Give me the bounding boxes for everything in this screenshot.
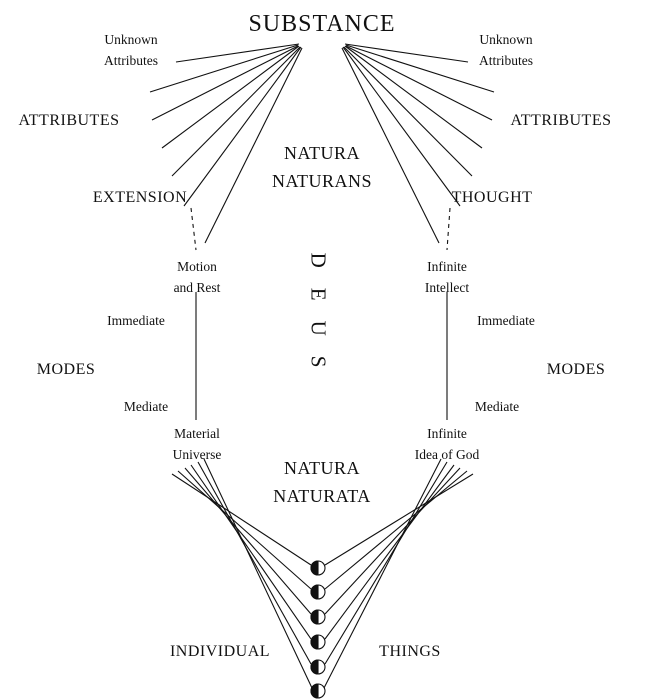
things-label: THINGS [379, 643, 441, 660]
deus-label: DEUS [306, 252, 331, 388]
half-circle-icon [310, 634, 326, 650]
half-circle-icon [310, 659, 326, 675]
immediate-right-label: Immediate [477, 313, 535, 328]
attributes-right-label: ATTRIBUTES [510, 112, 612, 129]
half-circle-icon [310, 609, 326, 625]
mediate-left-label: Mediate [123, 399, 169, 414]
substance-label: SUBSTANCE [248, 11, 396, 37]
infinite-intellect-label: Infinite Intellect [424, 259, 470, 295]
unknown-attributes-right-label: Unknown Attributes [479, 32, 533, 68]
unknown-attributes-left-label: Unknown Attributes [104, 32, 158, 68]
modes-left-label: MODES [36, 361, 96, 378]
attributes-left-label: ATTRIBUTES [18, 112, 120, 129]
material-universe-label: Material Universe [172, 426, 222, 462]
individual-label: INDIVIDUAL [169, 643, 271, 660]
mediate-right-label: Mediate [474, 399, 520, 414]
thought-label: THOUGHT [451, 189, 533, 206]
motion-and-rest-label: Motion and Rest [173, 259, 221, 295]
half-circle-icon [310, 560, 326, 576]
natura-naturans-label: NATURA NATURANS [271, 143, 373, 191]
half-circle-icon [310, 584, 326, 600]
extension-label: EXTENSION [92, 189, 188, 206]
immediate-left-label: Immediate [107, 313, 165, 328]
natura-naturata-label: NATURA NATURATA [273, 458, 371, 506]
individual-things-nodes [310, 560, 326, 699]
modes-right-label: MODES [546, 361, 606, 378]
infinite-idea-of-god-label: Infinite Idea of God [414, 426, 480, 462]
half-circle-icon [310, 683, 326, 699]
